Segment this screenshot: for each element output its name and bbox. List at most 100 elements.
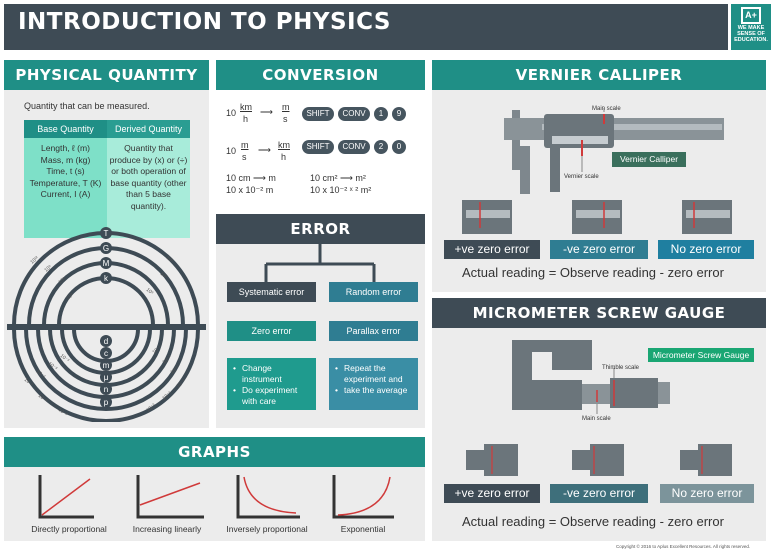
vernier-no-error-tag: No zero error <box>658 240 754 259</box>
thimble-scale-label: Thimble scale <box>602 365 640 371</box>
micrometer-positive-error-tag: +ve zero error <box>444 484 540 503</box>
graph-label-direct: Directly proportional <box>31 524 107 534</box>
page-title: INTRODUCTION TO PHYSICS <box>18 9 391 35</box>
prefix-label: p <box>104 398 109 407</box>
prefix-label: μ <box>104 373 109 382</box>
prefix-label: T <box>104 229 109 238</box>
arrow-label: 10⁻² <box>161 354 173 365</box>
physical-quantity-intro: Quantity that can be measured. <box>24 101 150 111</box>
arrow-label: 10⁹ <box>43 264 53 274</box>
prefix-diagram: T G M k d c m μ n p 10¹² 10⁹ 10⁶ 10³ 10³… <box>7 227 206 422</box>
base-quantity-list: Length, ℓ (m) Mass, m (kg) Time, t (s) T… <box>24 138 107 238</box>
arrow-label: 10⁻³ <box>175 378 187 389</box>
micrometer-no-error-tag: No zero error <box>660 484 754 503</box>
arrow-label: 10⁻³ <box>161 390 173 401</box>
conv-length-line: 10 cm ⟶ m <box>226 173 276 183</box>
fix-item: Do experiment with care <box>233 385 312 407</box>
systematic-error-box: Systematic error <box>227 282 316 302</box>
conv-fraction-top: m <box>241 140 249 150</box>
arrow-label: 10⁻³ <box>37 393 49 404</box>
calc-key-shift: SHIFT <box>302 107 334 121</box>
arrow-label: 10⁶ <box>57 276 67 285</box>
prefix-label: M <box>103 259 110 268</box>
base-item: Length, ℓ (m) <box>40 143 91 153</box>
random-error-box: Random error <box>329 282 418 302</box>
arrow-label: 10⁻³ <box>59 353 71 364</box>
graphs-illustrations <box>38 475 394 519</box>
calc-key-conv: CONV <box>338 107 370 121</box>
conv-fraction-top: km <box>278 140 290 150</box>
arrow-label: 10⁻² <box>35 369 47 380</box>
arrow-label: 10⁻¹ <box>23 377 35 388</box>
base-quantity-header: Base Quantity <box>24 120 107 138</box>
base-item: Mass, m (kg) <box>40 154 91 165</box>
vernier-reading-formula: Actual reading = Observe reading - zero … <box>462 265 724 280</box>
micrometer-reading-formula: Actual reading = Observe reading - zero … <box>462 514 724 529</box>
conv-number: 10 <box>226 146 237 156</box>
conv-fraction-bottom: s <box>242 152 247 162</box>
direct-proportional-line <box>41 478 91 516</box>
error-header: ERROR <box>216 214 425 244</box>
arrow-label: 10³ <box>145 287 155 296</box>
quantity-table: Base Quantity Derived Quantity Length, ℓ… <box>24 120 190 238</box>
prefix-label: d <box>104 337 108 346</box>
fix-item: take the average <box>335 385 414 396</box>
micrometer-error-illustrations <box>466 444 732 476</box>
exponential-curve <box>337 476 391 516</box>
title-bar <box>4 4 728 50</box>
prefix-label: k <box>104 274 109 283</box>
arrow-label: 10¹² <box>29 255 40 266</box>
conversion-header: CONVERSION <box>216 60 425 90</box>
logo-tagline-1: WE MAKE <box>737 25 765 31</box>
base-item: Temperature, T (K) <box>29 177 102 188</box>
logo-mark: A+ <box>741 7 761 24</box>
calc-key-conv: CONV <box>338 140 370 154</box>
conv-arrow: ⟶ <box>260 107 273 117</box>
conv-number: 10 <box>226 108 237 118</box>
calc-key-number: 2 <box>374 140 388 154</box>
conv-arrow: ⟶ <box>258 145 271 155</box>
graph-label-exponential: Exponential <box>340 524 386 534</box>
vernier-tag: Vernier Calliper <box>612 152 686 167</box>
vernier-header: VERNIER CALLIPER <box>432 60 766 90</box>
micrometer-illustration <box>512 340 670 414</box>
arrow-label: 10⁻³ <box>169 364 181 375</box>
micrometer-header: MICROMETER SCREW GAUGE <box>432 298 766 328</box>
increasing-linear-line <box>139 482 201 506</box>
inverse-curve <box>243 476 297 514</box>
micrometer-negative-error-tag: -ve zero error <box>550 484 648 503</box>
arrow-label: 10⁻³ <box>145 402 157 413</box>
base-item: Current, I (A) <box>40 189 91 199</box>
fix-item: Repeat the experiment and <box>335 363 414 385</box>
graph-label-inverse: Inversely proportional <box>226 524 308 534</box>
arrow-label: 10⁻³ <box>47 361 59 372</box>
micrometer-main-scale-label: Main scale <box>582 416 611 422</box>
derived-quantity-text: Quantity that produce by (x) or (÷) or b… <box>107 138 190 238</box>
systematic-fix-note: Change instrument Do experiment with car… <box>227 358 316 410</box>
arrow-label: 10⁻¹ <box>151 344 163 355</box>
conv-length-result: 10 x 10⁻² m <box>226 185 274 195</box>
calc-key-number: 1 <box>374 107 388 121</box>
arrow-label: 10³ <box>165 255 175 264</box>
arrow-label: 10³ <box>65 292 75 301</box>
vernier-negative-error-tag: -ve zero error <box>550 240 648 259</box>
graph-label-linear: Increasing linearly <box>132 524 202 534</box>
vernier-main-scale-label: Main scale <box>592 106 621 112</box>
derived-quantity-header: Derived Quantity <box>107 120 190 138</box>
logo-tagline-3: EDUCATION. <box>734 37 768 43</box>
vernier-error-illustrations <box>462 200 732 234</box>
arrow-label: 10³ <box>159 271 169 280</box>
parallax-error-box: Parallax error <box>329 321 418 341</box>
base-item: Time, t (s) <box>46 166 85 176</box>
arrow-label: 10⁻³ <box>57 407 69 418</box>
conv-area-line: 10 cm² ⟶ m² <box>310 173 366 183</box>
vernier-positive-error-tag: +ve zero error <box>444 240 540 259</box>
vernier-calliper-illustration <box>504 108 724 194</box>
prefix-label: G <box>103 244 109 253</box>
prefix-label: m <box>103 361 110 370</box>
error-tree-lines <box>264 244 376 282</box>
conv-fraction-bottom: h <box>281 152 287 162</box>
conv-area-result: 10 x 10⁻² ˣ ² m² <box>310 185 372 195</box>
copyright-notice: Copyright © 2016 to Aplus Excellent Reso… <box>616 544 751 549</box>
random-fix-note: Repeat the experiment and take the avera… <box>329 358 418 410</box>
